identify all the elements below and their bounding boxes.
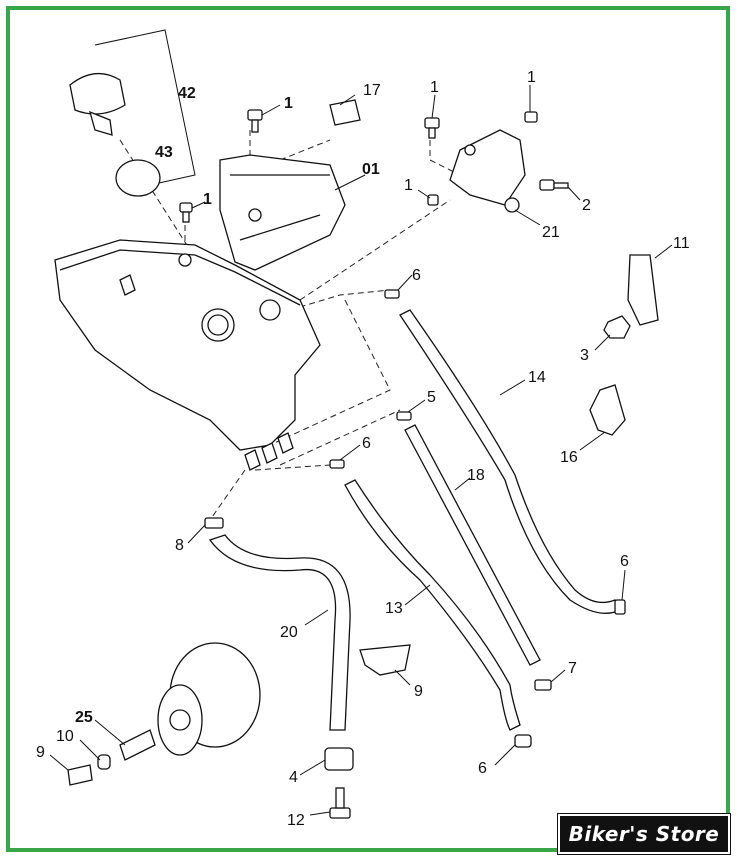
callout-labels: 42 43 01 17 1 1 1 1 1 2 21 11 3 16 14 6 … bbox=[36, 69, 690, 829]
drain-bolt-12 bbox=[329, 787, 351, 819]
diagram-frame bbox=[6, 6, 730, 852]
callout-1-bracket-top: 1 bbox=[430, 79, 439, 96]
oil-tank bbox=[54, 154, 346, 471]
callout-1-bracket-right: 1 bbox=[527, 69, 536, 86]
hose-14 bbox=[399, 309, 621, 614]
hose-clamp-9 bbox=[359, 644, 411, 676]
screw-bracket-left bbox=[427, 194, 439, 206]
dipstick-seal bbox=[115, 159, 161, 197]
callout-01: 01 bbox=[362, 161, 380, 178]
callout-16: 16 bbox=[560, 449, 578, 466]
callout-6-mid: 6 bbox=[362, 435, 371, 452]
hose-18 bbox=[404, 424, 541, 666]
leader-lines bbox=[49, 85, 673, 816]
mounting-bracket bbox=[449, 129, 526, 213]
callout-6-top: 6 bbox=[412, 267, 421, 284]
nut bbox=[603, 315, 631, 339]
hose-clamp-double bbox=[589, 384, 626, 436]
oil-filter bbox=[157, 642, 261, 756]
screw-bracket-right bbox=[524, 111, 538, 123]
callout-11: 11 bbox=[673, 235, 690, 252]
hose-clip-6-top bbox=[384, 289, 400, 299]
screw-top-center bbox=[247, 109, 263, 133]
dipstick-cap bbox=[69, 29, 196, 186]
spacer-10 bbox=[97, 754, 111, 770]
callout-10: 10 bbox=[56, 728, 74, 745]
callout-7: 7 bbox=[568, 660, 577, 677]
bracket-bolt bbox=[539, 179, 569, 191]
callout-14: 14 bbox=[528, 369, 546, 386]
callout-5: 5 bbox=[427, 389, 436, 406]
label-plate bbox=[329, 99, 361, 126]
callout-6-right: 6 bbox=[620, 553, 629, 570]
callout-1-screw-top: 1 bbox=[284, 95, 293, 112]
callout-8: 8 bbox=[175, 537, 184, 554]
dashed-guide-lines bbox=[119, 130, 461, 521]
watermark-logo: Biker's Store bbox=[558, 814, 730, 854]
callout-1-bracket-left: 1 bbox=[404, 177, 413, 194]
callout-9-spring: 9 bbox=[36, 744, 45, 761]
filter-adapter bbox=[119, 729, 156, 761]
callout-25: 25 bbox=[75, 709, 93, 726]
callout-43: 43 bbox=[155, 144, 173, 161]
callout-6-bottom: 6 bbox=[478, 760, 487, 777]
callout-4: 4 bbox=[289, 769, 298, 786]
hose-20 bbox=[208, 534, 351, 731]
callout-20: 20 bbox=[280, 624, 298, 641]
callout-21: 21 bbox=[542, 224, 560, 241]
hose-clip-6-mid bbox=[329, 459, 345, 469]
drain-plug-4 bbox=[324, 747, 354, 771]
hose-clip-6-bottom bbox=[514, 734, 532, 748]
callout-2: 2 bbox=[582, 197, 591, 214]
screw-bracket-top bbox=[424, 117, 440, 139]
fitting-8 bbox=[204, 517, 224, 529]
fitting-7 bbox=[534, 679, 552, 691]
hose-clip-6-right bbox=[614, 599, 626, 615]
callout-1-screw-left: 1 bbox=[203, 191, 212, 208]
callout-3: 3 bbox=[580, 347, 589, 364]
callout-13: 13 bbox=[385, 600, 403, 617]
callout-17: 17 bbox=[363, 82, 381, 99]
screw-left bbox=[179, 202, 193, 223]
hose-13 bbox=[344, 479, 521, 731]
spring-9 bbox=[67, 764, 93, 786]
callout-12: 12 bbox=[287, 812, 305, 829]
fitting-5 bbox=[396, 411, 412, 421]
callout-42: 42 bbox=[178, 85, 196, 102]
callout-9-clamp: 9 bbox=[414, 683, 423, 700]
hose-clip bbox=[627, 254, 659, 326]
callout-18: 18 bbox=[467, 467, 485, 484]
